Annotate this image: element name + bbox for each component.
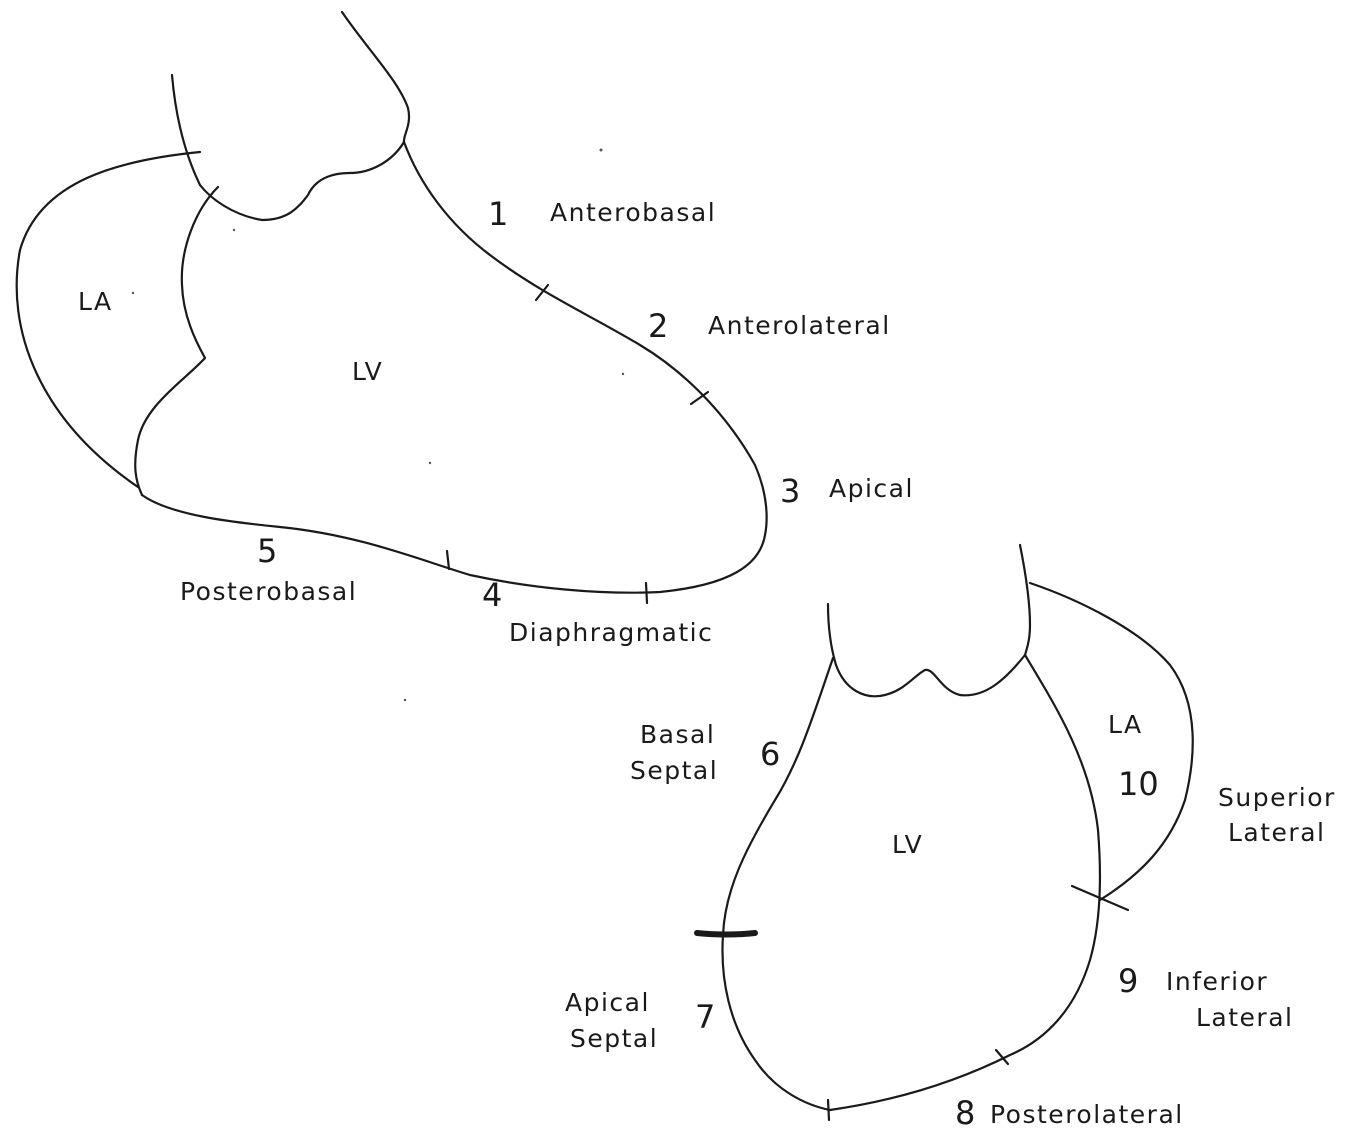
segment-10-number: 10 [1118,765,1159,803]
segment-1-name: Anterobasal [550,198,716,227]
segment-7-line2: Septal [570,1024,658,1053]
segment-5-name: Posterobasal [180,577,357,606]
segment-7-number: 7 [695,998,715,1036]
view1-tick-4-5 [447,551,449,569]
segment-8-name: Posterolateral [990,1100,1184,1129]
segment-4-name: Diaphragmatic [509,618,713,647]
view1-lv-label: LV [352,357,383,386]
view1-lv-posterior-wall [135,187,218,495]
view2-lv-label: LV [892,830,923,859]
view1-tick-3-4 [646,583,647,603]
view2-la-outline [1030,583,1193,900]
view2-aorta-right-wall [1020,545,1030,655]
speck [233,229,235,231]
view1-la-outline [17,152,200,487]
segment-4-number: 4 [482,576,502,614]
view2-tick-6-7 [697,933,755,935]
view1-la-label: LA [78,287,113,316]
segment-6-line2: Septal [630,756,718,785]
view2-lv-septal-wall [722,658,833,1110]
speck [404,699,406,701]
view1-aorta-right-wall [342,12,409,142]
segment-10-line1: Superior [1218,783,1336,812]
view2-aortic-cusps [836,655,1025,696]
segment-3-name: Apical [829,474,914,503]
segment-9-line1: Inferior [1166,967,1268,996]
segment-6-number: 6 [760,735,780,773]
segment-2-name: Anterolateral [708,311,891,340]
segment-6-line1: Basal [640,720,715,749]
speck [600,149,603,152]
speck [132,292,134,294]
view2-lv-lateral-wall [830,655,1100,1110]
segment-9-line2: Lateral [1196,1003,1293,1032]
segment-8-number: 8 [955,1094,975,1132]
speck [429,462,431,464]
segment-2-number: 2 [648,307,668,345]
segment-9-number: 9 [1118,962,1138,1000]
view2-tick-7-8 [828,1100,829,1120]
segment-5-number: 5 [257,532,277,570]
segment-3-number: 3 [780,472,800,510]
view1-aortic-cusps [200,142,404,220]
speck [622,373,624,375]
view2-la-label: LA [1108,710,1143,739]
view1-aorta-left-wall [172,75,200,185]
segment-1-number: 1 [488,195,508,233]
segment-10-line2: Lateral [1228,818,1325,847]
view2-aorta-left-wall [828,604,836,665]
segment-7-line1: Apical [565,988,650,1017]
